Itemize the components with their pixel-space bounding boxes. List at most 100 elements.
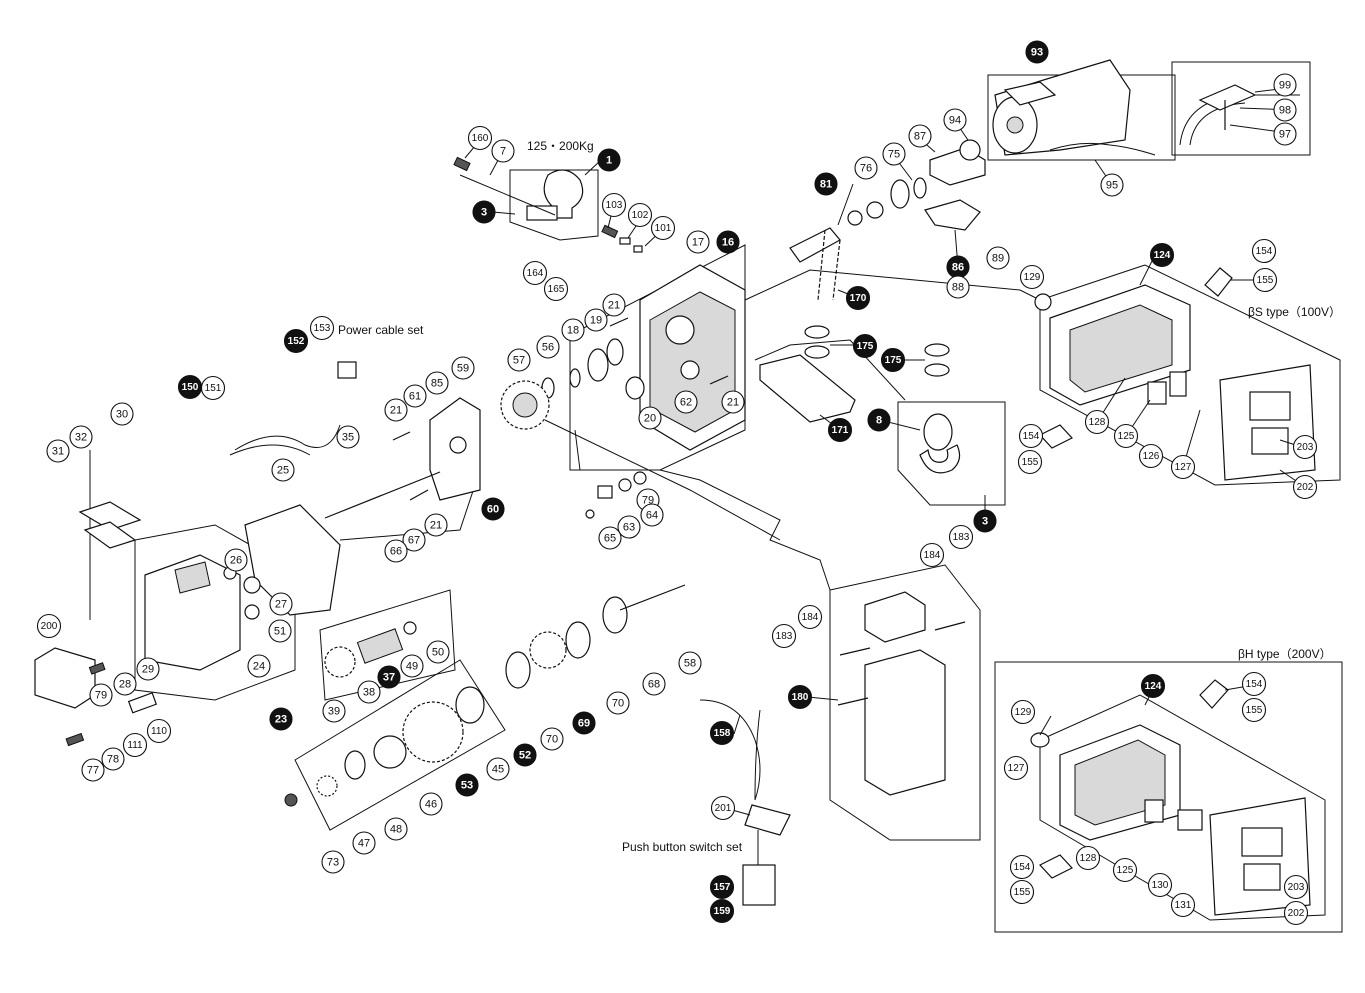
callout-circle	[1251, 238, 1277, 264]
callout-label: 70	[612, 698, 624, 710]
callout-label: 93	[1031, 47, 1043, 59]
callout-94: 94	[943, 108, 967, 132]
gearbox-group-outline	[569, 244, 746, 471]
callout-171: 171	[827, 417, 853, 443]
callout-25: 25	[271, 458, 295, 482]
callout-circle	[1252, 267, 1278, 293]
callout-50: 50	[426, 640, 450, 664]
callout-circle	[598, 526, 622, 550]
callout-183: 183	[771, 623, 797, 649]
callout-201: 201	[710, 795, 736, 821]
callout-label: 56	[542, 342, 554, 354]
callout-label: 51	[274, 626, 286, 638]
callout-label: 68	[648, 679, 660, 691]
callout-circle	[1292, 434, 1318, 460]
callout-circle	[283, 328, 309, 354]
callout-circle	[1025, 40, 1049, 64]
plug-153	[337, 361, 357, 379]
plate-31	[83, 521, 137, 549]
callout-46: 46	[419, 792, 443, 816]
callout-16: 16	[716, 230, 740, 254]
callout-circle	[89, 683, 113, 707]
gear-46	[373, 735, 407, 769]
callout-39: 39	[322, 699, 346, 723]
bearing-94	[959, 139, 981, 161]
callout-label: 175	[857, 341, 874, 352]
callout-61: 61	[403, 384, 427, 408]
callout-62: 62	[674, 390, 698, 414]
callout-label: 160	[472, 133, 489, 144]
stopper-175b	[924, 343, 950, 357]
callout-label: 129	[1024, 272, 1041, 283]
gear-53-group-outline	[294, 659, 506, 831]
callout-label: 153	[314, 323, 331, 334]
callout-label: 159	[714, 906, 731, 917]
callout-24: 24	[247, 654, 271, 678]
chain-bag	[864, 649, 946, 796]
callout-circle	[601, 192, 627, 218]
callout-circle	[113, 672, 137, 696]
lever-63	[597, 485, 613, 499]
callout-circle	[771, 623, 797, 649]
callout-184: 184	[797, 604, 823, 630]
callout-125: 125	[1112, 857, 1138, 883]
callout-66: 66	[384, 539, 408, 563]
callout-circle	[1100, 173, 1124, 197]
callout-label: 170	[850, 293, 867, 304]
label-202b	[1243, 863, 1281, 891]
callout-63: 63	[617, 515, 641, 539]
callout-70: 70	[606, 691, 630, 715]
callout-203: 203	[1283, 874, 1309, 900]
callout-label: 165	[548, 284, 565, 295]
callout-label: 111	[127, 740, 143, 751]
callout-circle	[507, 348, 531, 372]
callout-circle	[797, 604, 823, 630]
callout-circle	[640, 503, 664, 527]
callout-129: 129	[1019, 264, 1045, 290]
callout-circle	[787, 684, 813, 710]
callout-35: 35	[336, 425, 360, 449]
callout-81: 81	[814, 172, 838, 196]
callout-label: 154	[1023, 431, 1040, 442]
callout-21: 21	[424, 513, 448, 537]
label-203	[1249, 391, 1291, 421]
callout-circle	[1273, 73, 1297, 97]
callout-label: 89	[992, 253, 1004, 265]
callout-label: 184	[924, 550, 941, 561]
s-type-group-outline	[1039, 264, 1341, 486]
callout-circle	[1241, 697, 1267, 723]
callout-label: 102	[632, 210, 649, 221]
callout-circle	[709, 874, 735, 900]
bracket-110	[127, 692, 158, 714]
chain-bag-group-outline	[829, 564, 981, 841]
callout-label: 85	[431, 378, 443, 390]
callout-circle	[584, 308, 608, 332]
callout-circle	[425, 371, 449, 395]
callout-label: 16	[722, 237, 734, 249]
callout-23: 23	[269, 707, 293, 731]
callout-label: 127	[1008, 763, 1025, 774]
h-type-frame	[994, 661, 1343, 933]
callout-circle	[455, 773, 479, 797]
callout-circle	[1241, 671, 1267, 697]
callout-label: 46	[425, 799, 437, 811]
callout-label: 157	[714, 882, 731, 893]
washer-48	[344, 750, 366, 780]
callout-label: 28	[119, 679, 131, 691]
callout-51: 51	[268, 619, 292, 643]
callout-label: 23	[275, 714, 287, 726]
motor-detail-outline	[1171, 61, 1311, 156]
callout-label: 52	[519, 750, 531, 762]
callout-label: 45	[492, 764, 504, 776]
callout-89: 89	[986, 246, 1010, 270]
callout-152: 152	[283, 328, 309, 354]
callout-68: 68	[642, 672, 666, 696]
callout-circle	[146, 718, 172, 744]
callout-38: 38	[357, 680, 381, 704]
callout-128: 128	[1075, 845, 1101, 871]
callout-circle	[336, 425, 360, 449]
callout-175: 175	[880, 347, 906, 373]
callout-180: 180	[787, 684, 813, 710]
disk-70b	[565, 621, 591, 659]
callout-circle	[322, 699, 346, 723]
